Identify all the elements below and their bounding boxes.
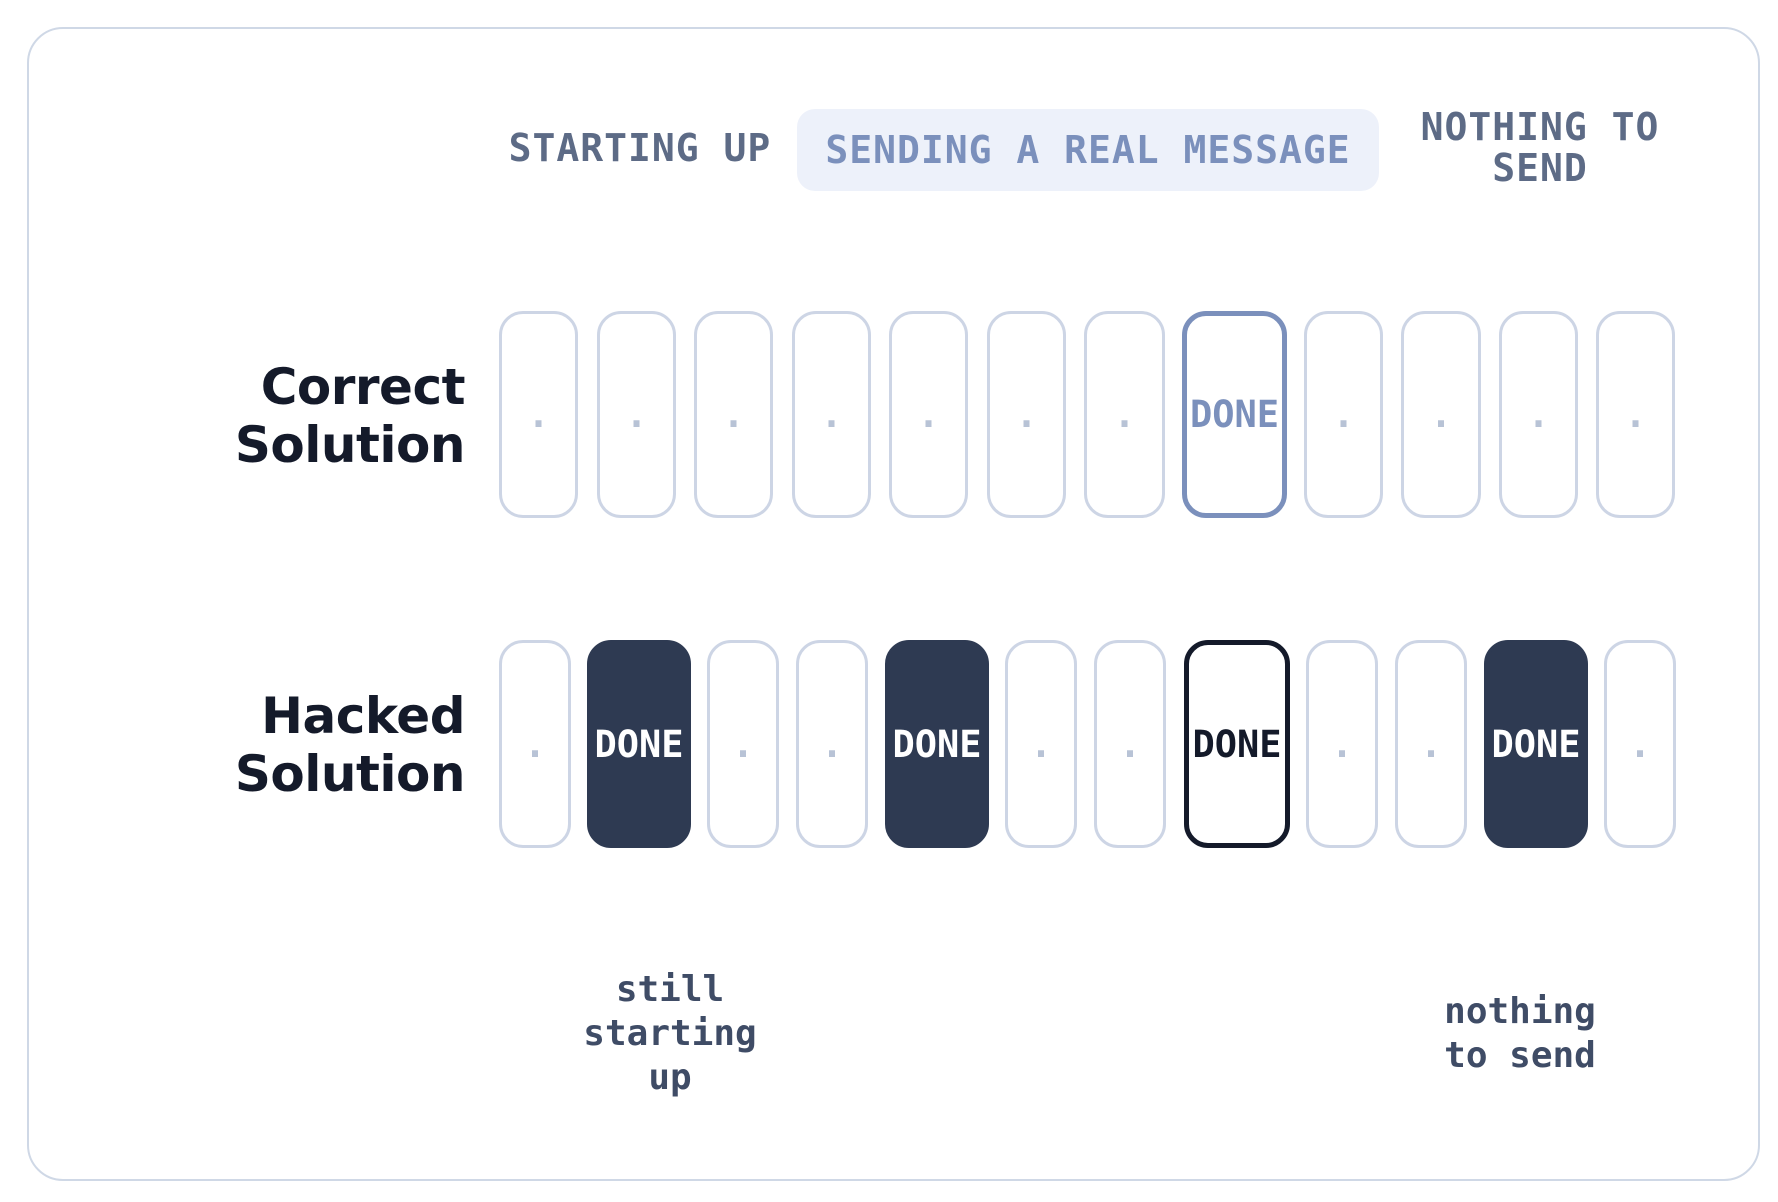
phase-nothing-to-send: NOTHING TO SEND [1420,105,1660,190]
phase-starting-up: STARTING UP [508,126,772,170]
hacked-slot-7: . [1094,640,1166,848]
correct-slot-6: . [987,311,1066,518]
hacked-slot-9: . [1306,640,1378,848]
hacked-slot-3: . [707,640,779,848]
hacked-slot-8-done: DONE [1184,640,1290,848]
correct-slot-4: . [792,311,871,518]
row-label-correct: Correct Solution [234,358,466,474]
hacked-slot-12: . [1604,640,1676,848]
correct-slot-5: . [889,311,968,518]
hacked-slot-6: . [1005,640,1077,848]
hacked-slot-1: . [499,640,571,848]
row-label-hacked: Hacked Solution [234,687,466,803]
annotation-still-starting-up: still starting up [583,969,757,1098]
correct-slot-11: . [1499,311,1578,518]
correct-slot-9: . [1304,311,1383,518]
hacked-slot-10: . [1395,640,1467,848]
hacked-slot-4: . [796,640,868,848]
correct-slot-7: . [1084,311,1165,518]
annotation-nothing-to-send: nothing to send [1444,991,1596,1076]
phase-sending-message: SENDING A REAL MESSAGE [797,109,1379,191]
correct-slot-8-done: DONE [1182,311,1287,518]
correct-slot-3: . [694,311,773,518]
hacked-slot-11-done: DONE [1484,640,1588,848]
hacked-slot-2-done: DONE [587,640,691,848]
diagram-panel [27,27,1760,1181]
correct-slot-12: . [1596,311,1675,518]
hacked-slot-5-done: DONE [885,640,989,848]
correct-slot-10: . [1401,311,1481,518]
correct-slot-1: . [499,311,578,518]
correct-slot-2: . [597,311,676,518]
